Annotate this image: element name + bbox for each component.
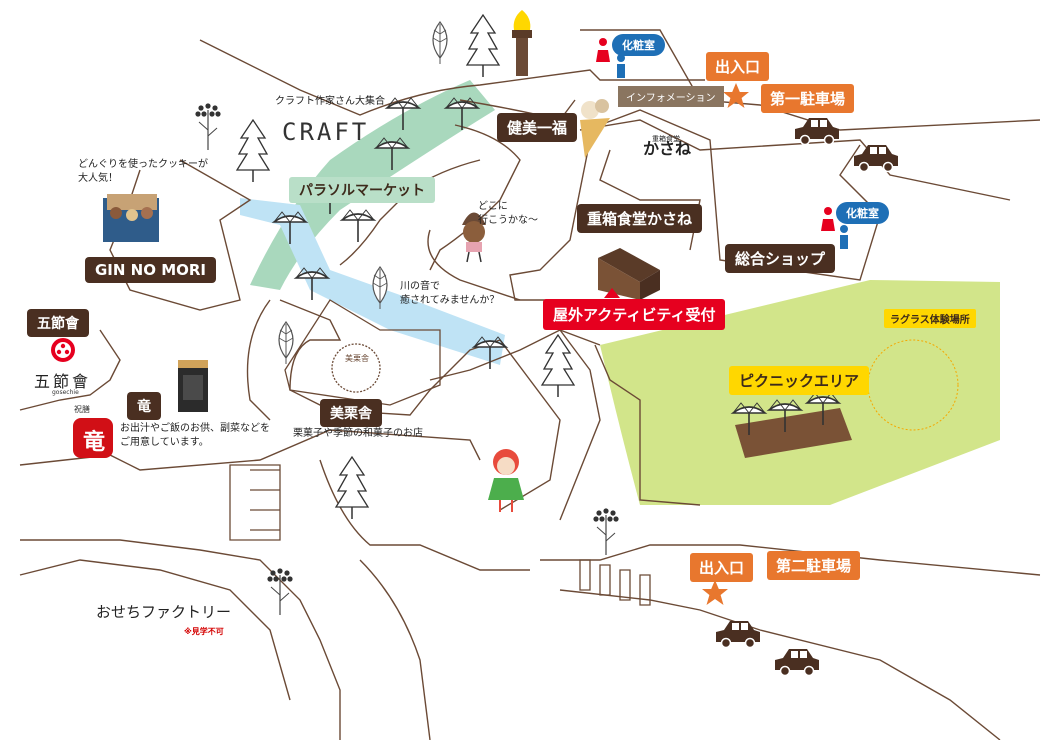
bikuri-label[interactable]: 美栗舎	[320, 399, 382, 427]
ryu-logo-text: 竜	[83, 430, 106, 455]
gosechie-label[interactable]: 五節會	[27, 309, 89, 337]
product-bag-image	[178, 360, 208, 412]
gosechie-logo-mark	[51, 338, 75, 362]
gosechie-logo-text: 五節會	[34, 372, 92, 391]
car-icon	[715, 620, 761, 649]
osechi-factory-label: おせちファクトリー	[96, 603, 232, 621]
information-label[interactable]: インフォメーション	[618, 86, 724, 107]
craft-title: CRAFT	[282, 118, 370, 146]
picnic-area-label[interactable]: ピクニックエリア	[729, 366, 870, 395]
gosechie-roman: gosechie	[52, 389, 79, 396]
activity-hut	[598, 248, 660, 300]
kasane-logo-caption: 重箱食堂	[652, 135, 680, 143]
ryu-note: お出汁やご飯のお供、副菜などを ご用意しています。	[120, 423, 270, 448]
bikuri-note: 栗菓子や季節の和菓子のお店	[293, 428, 423, 439]
kasane-logo: かさね	[643, 139, 692, 158]
entrance-label-1[interactable]: 出入口	[706, 52, 770, 81]
entrance-label-2[interactable]: 出入口	[690, 553, 754, 582]
bikuri-logo-text: 美栗舎	[345, 354, 369, 363]
girl-character	[488, 449, 524, 512]
star-icon	[702, 580, 728, 605]
jubako-label[interactable]: 重箱食堂かさね	[577, 204, 703, 233]
car-icon	[774, 648, 820, 677]
chestnut-character	[462, 212, 486, 263]
where-go-note: どこに 行こうかな～	[478, 201, 538, 226]
building-outlines	[229, 299, 651, 606]
torch-icon	[512, 10, 532, 76]
kenbi-ippuku-label[interactable]: 健美一福	[497, 113, 578, 142]
car-icon	[853, 144, 899, 173]
ryu-logo-mark	[73, 418, 113, 458]
restroom-label: 化粧室	[836, 202, 889, 224]
restroom-icon	[596, 38, 625, 78]
parking-1-label[interactable]: 第一駐車場	[761, 84, 855, 113]
outdoor-activity-label[interactable]: 屋外アクティビティ受付	[543, 299, 726, 330]
ryu-logo-caption: 祝膳	[74, 405, 90, 414]
bikuri-logo-mark	[331, 343, 381, 393]
restroom-icon	[821, 207, 848, 249]
parasol-market-label[interactable]: パラソルマーケット	[289, 177, 435, 203]
car-icon	[794, 117, 840, 146]
sougou-shop-label[interactable]: 総合ショップ	[725, 244, 836, 273]
river	[240, 198, 505, 365]
ryu-label[interactable]: 竜	[127, 392, 161, 420]
parking-2-label[interactable]: 第二駐車場	[767, 551, 861, 580]
river-note: 川の音で 癒されてみませんか？	[400, 281, 500, 306]
cookie-box-image	[103, 194, 159, 242]
cookie-note: どんぐりを使ったクッキーが 大人気！	[78, 159, 208, 184]
gin-no-mori-label[interactable]: GIN NO MORI	[85, 257, 217, 283]
restroom-label: 化粧室	[612, 34, 665, 56]
no-tour-note: ※見学不可	[184, 627, 224, 636]
ice-cream-icon	[580, 99, 610, 158]
ragrass-label[interactable]: ラグラス体験場所	[884, 309, 976, 328]
craft-caption: クラフト作家さん大集合	[275, 96, 385, 107]
